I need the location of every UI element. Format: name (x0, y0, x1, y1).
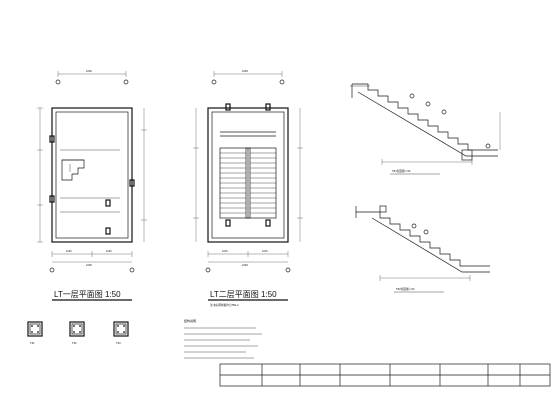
section-tb2: TB2剖面图 1:30 (355, 205, 490, 293)
plan1-top-dim: 2200 (86, 69, 92, 73)
column-tz1-label: TZ1 (30, 341, 35, 345)
plan2-title: LT二层平面图 1:50 (210, 290, 277, 299)
section2-label: TB2剖面图 1:30 (396, 287, 415, 291)
plan1-total-dim: 2200 (86, 263, 92, 267)
plan2-bottom-dim-b: 1100 (262, 249, 268, 253)
plan2-note: 注:未标明梯板均为TB1-2 (210, 303, 239, 307)
column-details: TZ1 TZ2 TZ3 (27, 321, 129, 345)
plan-2-second-floor: 2200 (193, 69, 303, 307)
title-block (219, 363, 551, 387)
column-tz2-label: TZ2 (72, 341, 77, 345)
plan1-bottom-dim-a: 1100 (66, 249, 72, 253)
plan-1-ground-floor: 2200 1100 1100 (37, 69, 147, 301)
plan2-total-dim: 2200 (242, 263, 248, 267)
plan2-top-dim: 2200 (242, 69, 248, 73)
plan1-bottom-dim-b: 1100 (106, 249, 112, 253)
plan1-title: LT一层平面图 1:50 (54, 290, 121, 299)
section1-label: TB1剖面图 1:30 (392, 169, 411, 173)
notes-heading: 结构说明 (184, 318, 196, 323)
plan2-bottom-dim-a: 1100 (222, 249, 228, 253)
column-tz3-label: TZ3 (116, 341, 121, 345)
structural-notes: 结构说明 (184, 318, 262, 359)
section-tb1: TB1剖面图 1:30 (350, 83, 501, 175)
